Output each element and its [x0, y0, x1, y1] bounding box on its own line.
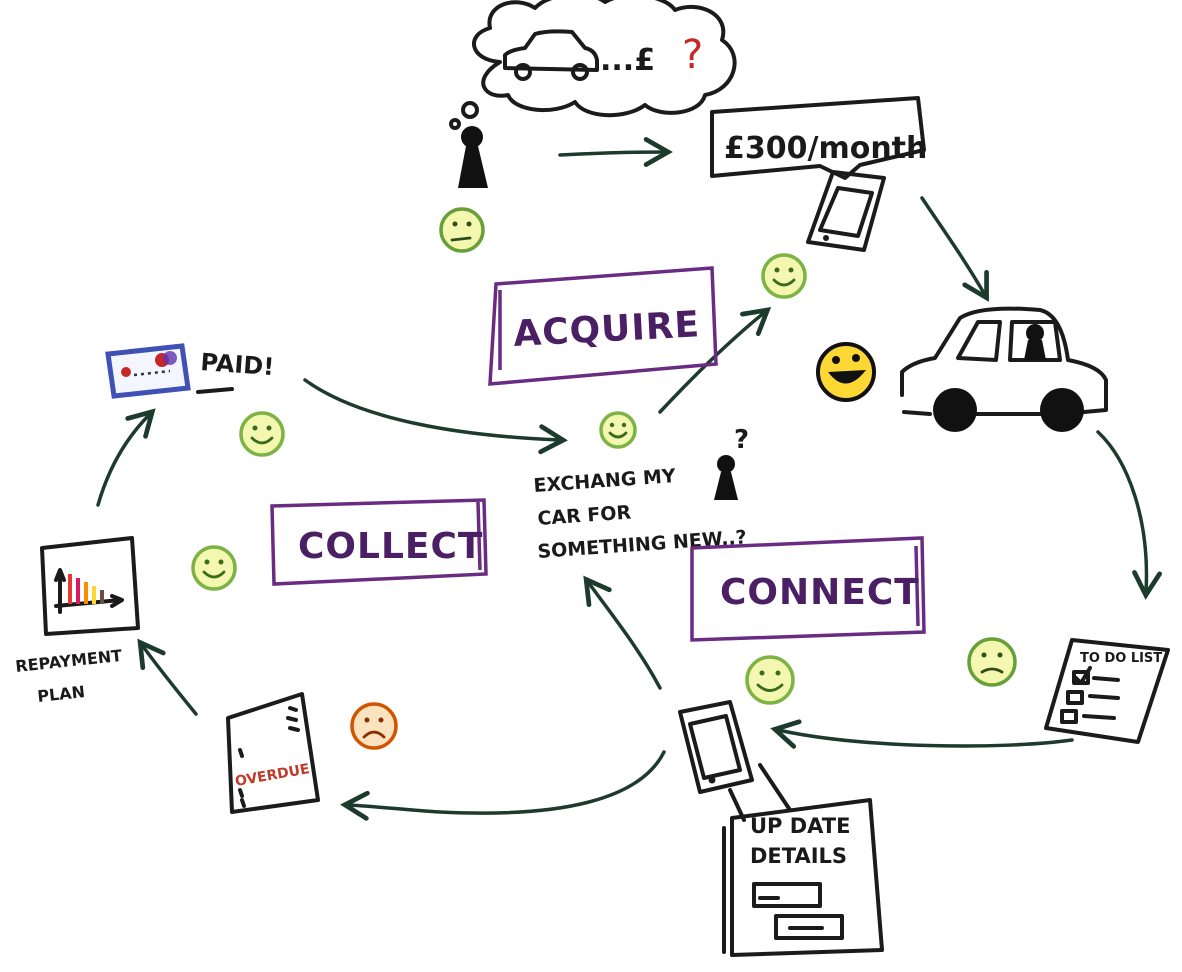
thought-bubble-car-icon: ...£ ? — [449, 0, 737, 130]
sad-face-icon — [350, 702, 398, 750]
stage-connect-label: CONNECT — [720, 572, 920, 613]
arrow-car-to-todo — [1096, 430, 1162, 600]
arrow-overdue-to-repayment — [137, 638, 198, 716]
happy-face-icon — [599, 411, 637, 449]
person-icon — [458, 126, 488, 188]
overdue-stamp: OVERDUE — [234, 761, 311, 790]
arrow-todo-to-phone — [770, 719, 1074, 749]
price-speech-box: £300/month — [710, 96, 927, 180]
phone-icon — [678, 700, 754, 794]
smartphone-icon — [806, 170, 886, 252]
paid-label: PAID! — [200, 348, 276, 381]
arrow-center-to-smartphone — [658, 307, 772, 414]
todo-list-icon: TO DO LIST — [1044, 638, 1170, 744]
price-text: £300/month — [724, 131, 927, 166]
person-question-icon: ? — [714, 425, 749, 500]
arrow-card-to-center — [303, 378, 568, 455]
exchange-line3: SOMETHING NEW..? — [537, 526, 748, 563]
arrow-price-to-car — [920, 196, 989, 302]
thought-price-text: ...£ — [600, 43, 655, 78]
exchange-line2: CAR FOR — [537, 501, 632, 530]
repayment-line2: PLAN — [36, 682, 85, 706]
update-line2: DETAILS — [750, 844, 847, 868]
arrow-phone-to-overdue — [340, 750, 666, 821]
stage-acquire-label: ACQUIRE — [512, 304, 701, 355]
update-line1: UP DATE — [750, 814, 850, 838]
neutral-face-icon — [967, 637, 1017, 687]
stage-collect-label: COLLECT — [298, 526, 483, 567]
update-form-icon: UP DATE DETAILS — [722, 798, 884, 957]
happy-face-icon — [761, 253, 807, 299]
car-icon — [900, 306, 1108, 432]
payment-card-icon — [105, 343, 191, 399]
thought-question-mark: ? — [682, 32, 703, 78]
bar-chart-icon — [40, 536, 140, 636]
stage-acquire: ACQUIRE — [488, 266, 718, 386]
arrow-phone-to-center — [583, 575, 662, 690]
happy-face-icon — [239, 411, 285, 457]
exchange-line1: EXCHANG MY — [533, 465, 677, 497]
todo-title: TO DO LIST — [1080, 651, 1162, 666]
person-question-mark: ? — [734, 425, 749, 455]
stage-collect: COLLECT — [270, 498, 488, 586]
neutral-face-icon — [439, 207, 485, 253]
arrow-thought-to-price — [558, 137, 673, 167]
arrow-repayment-to-card — [96, 408, 156, 507]
repayment-line1: REPAYMENT — [14, 646, 123, 676]
paid-underline — [196, 387, 234, 394]
overdue-document-icon: OVERDUE — [226, 692, 320, 814]
laughing-face-icon — [816, 342, 876, 402]
happy-face-icon — [191, 545, 237, 591]
happy-face-icon — [745, 655, 795, 705]
stage-connect: CONNECT — [690, 536, 926, 642]
